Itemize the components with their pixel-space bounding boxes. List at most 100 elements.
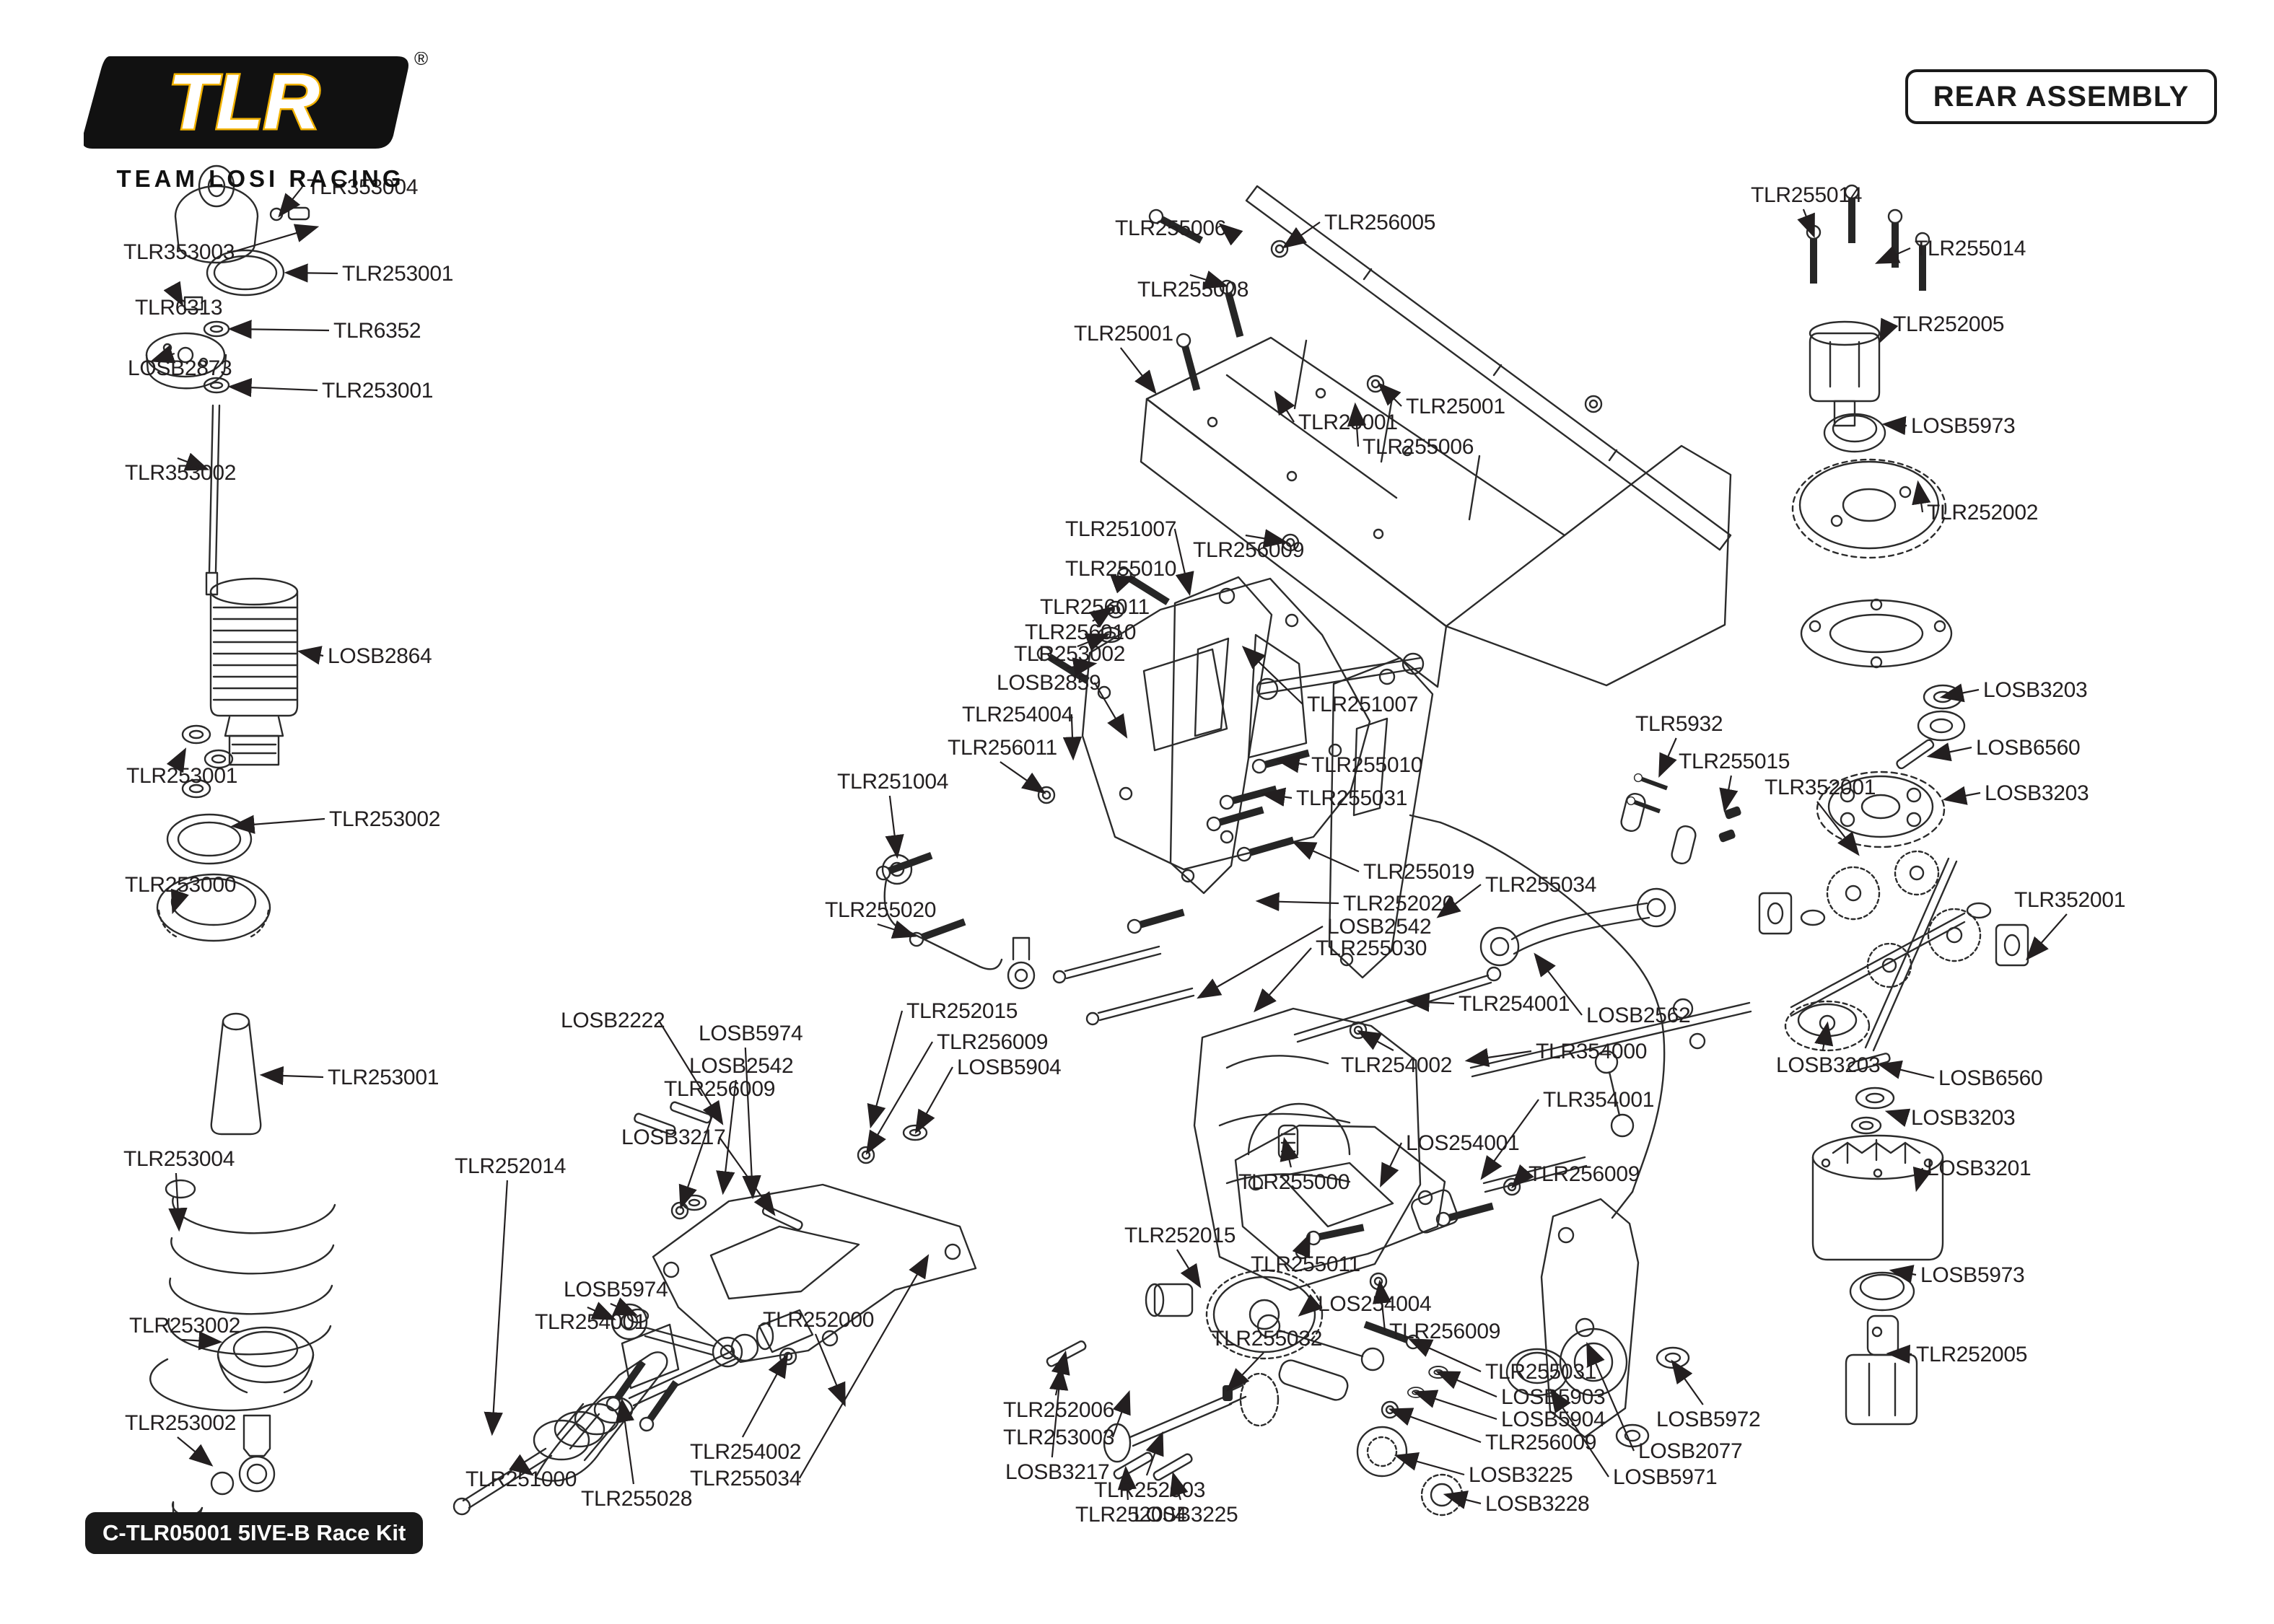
part-label: LOSB3201 <box>1927 1156 2032 1180</box>
part-label: TLR256009 <box>1529 1162 1640 1186</box>
part-label: TLR252003 <box>1094 1478 1206 1502</box>
part-label: TLR255014 <box>1915 237 2026 260</box>
part-label: LOSB5903 <box>1501 1385 1606 1409</box>
part-label: TLR255006 <box>1115 216 1227 240</box>
part-label: TLR255030 <box>1316 936 1427 960</box>
part-label: TLR252020 <box>1343 892 1455 916</box>
lower-arm-left <box>652 1183 977 1364</box>
part-label: TLR253001 <box>322 379 434 403</box>
part-label: TLR253002 <box>329 807 441 831</box>
part-label: TLR252006 <box>1003 1398 1115 1422</box>
part-label: TLR253004 <box>123 1147 235 1171</box>
part-label: LOSB6560 <box>1976 736 2081 760</box>
hinge-pins <box>1052 945 1752 1193</box>
part-label: LOSB3203 <box>1983 678 2088 702</box>
part-label: TLR252014 <box>455 1154 567 1178</box>
part-label: TLR255031 <box>1296 786 1408 810</box>
part-label: TLR353003 <box>123 240 235 264</box>
part-label: TLR6352 <box>333 319 421 343</box>
part-label: TLR252004 <box>1075 1503 1187 1527</box>
part-label: LOSB5973 <box>1920 1263 2025 1287</box>
part-label: TLR252005 <box>1893 312 2005 336</box>
part-label: TLR353004 <box>307 175 419 199</box>
part-label: LOSB3203 <box>1911 1106 2016 1130</box>
part-label: TLR256009 <box>664 1077 776 1101</box>
part-label: TLR255010 <box>1311 753 1423 777</box>
part-label: TLR253001 <box>328 1066 440 1089</box>
part-label: LOS254001 <box>1406 1131 1520 1155</box>
part-label: TLR25001 <box>1298 411 1398 434</box>
part-label: TLR256005 <box>1324 211 1436 234</box>
part-label: TLR252015 <box>1124 1224 1236 1247</box>
part-label: TLR255010 <box>1065 557 1177 581</box>
part-label: TLR353002 <box>125 461 237 485</box>
part-label: TLR252005 <box>1916 1343 2028 1366</box>
shock-assembly <box>145 164 336 1525</box>
part-label: TLR255019 <box>1363 860 1475 884</box>
part-label: TLR352001 <box>2014 888 2126 912</box>
part-label: TLR251007 <box>1307 693 1419 716</box>
part-label: TLR253002 <box>129 1314 241 1338</box>
part-label: TLR253000 <box>125 873 237 897</box>
part-label: TLR256010 <box>1025 620 1137 644</box>
page-title: REAR ASSEMBLY <box>1905 69 2217 124</box>
rear-brace <box>534 1323 680 1482</box>
part-label: TLR256009 <box>1193 538 1305 562</box>
part-label: LOSB2542 <box>1327 915 1432 939</box>
part-label: TLR253003 <box>1003 1426 1115 1449</box>
part-label: TLR254001 <box>535 1310 647 1334</box>
part-label: LOSB5974 <box>564 1278 668 1302</box>
part-label: TLR256011 <box>948 736 1057 760</box>
part-label: LOSB2873 <box>128 356 232 380</box>
part-label: LOSB2077 <box>1638 1439 1743 1463</box>
part-label: TLR6313 <box>135 296 223 320</box>
part-label: TLR255034 <box>690 1467 802 1491</box>
part-label: LOSB2222 <box>561 1009 665 1032</box>
part-label: LOSB3217 <box>1005 1460 1110 1484</box>
part-label: TLR254002 <box>690 1440 802 1464</box>
part-label: TLR251007 <box>1065 517 1177 541</box>
tlr-logo-mark: TLR ® <box>82 48 428 149</box>
part-label: LOSB5971 <box>1613 1465 1718 1489</box>
part-label: LOSB3225 <box>1134 1503 1238 1527</box>
part-label: TLR255032 <box>1211 1327 1323 1351</box>
tlr-logo: TLR ® TEAM LOSI RACING <box>82 48 437 193</box>
part-label: TLR251000 <box>465 1467 577 1491</box>
tlr-wordmark: TEAM LOSI RACING <box>116 165 405 192</box>
part-label: LOSB3217 <box>621 1125 726 1149</box>
part-label: TLR255015 <box>1679 750 1790 773</box>
part-label: TLR255008 <box>1137 278 1249 302</box>
part-label: LOSB5904 <box>957 1055 1062 1079</box>
part-label: TLR255006 <box>1363 435 1474 459</box>
part-label: LOSB3225 <box>1469 1463 1573 1487</box>
part-label: LOSB5974 <box>699 1022 803 1045</box>
registered-mark: ® <box>414 52 428 69</box>
part-label: LOSB2562 <box>1586 1004 1691 1027</box>
part-label: TLR256009 <box>1389 1320 1501 1343</box>
part-label: TLR255020 <box>825 898 937 922</box>
part-label: TLR5932 <box>1635 712 1723 736</box>
part-label: TLR354000 <box>1536 1040 1648 1063</box>
part-label: TLR253002 <box>1014 642 1126 666</box>
part-label: TLR256009 <box>937 1030 1049 1054</box>
part-label: LOSB5972 <box>1656 1408 1761 1431</box>
part-label: TLR253001 <box>342 262 454 286</box>
part-label: TLR354001 <box>1543 1088 1655 1112</box>
part-label: TLR254004 <box>962 703 1074 727</box>
part-label: LOS254004 <box>1318 1292 1432 1316</box>
kit-badge: C-TLR05001 5IVE-B Race Kit <box>85 1512 424 1554</box>
part-label: TLR251004 <box>837 770 949 794</box>
toe-link <box>1256 1314 1464 1517</box>
part-label: LOSB5973 <box>1911 414 2016 438</box>
part-label: TLR254002 <box>1341 1053 1453 1077</box>
part-label: TLR255034 <box>1485 873 1597 897</box>
sway-bar <box>1409 792 1706 1219</box>
part-label: TLR252000 <box>763 1308 875 1332</box>
part-label: LOSB3203 <box>1776 1053 1881 1077</box>
tlr-logo-text: TLR <box>168 58 320 145</box>
part-label: TLR253002 <box>125 1411 237 1435</box>
part-label: TLR254001 <box>1459 992 1570 1016</box>
